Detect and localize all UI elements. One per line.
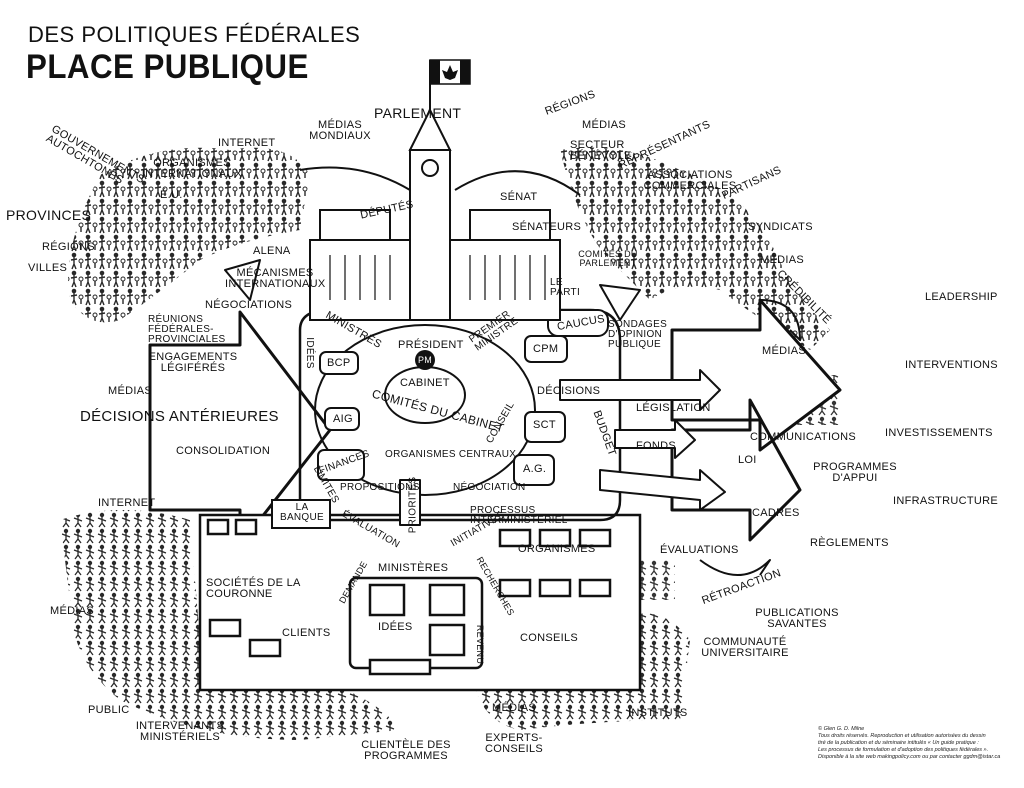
label-processus: PROCESSUS INTERMINISTÉRIEL: [470, 505, 568, 526]
label-negociation: NÉGOCIATION: [453, 482, 526, 493]
label-ministeres: MINISTÈRES: [378, 562, 449, 574]
label-medias-right4: MÉDIAS: [492, 702, 536, 714]
cabinet-ring: [314, 324, 536, 496]
label-evaluations: ÉVALUATIONS: [660, 544, 739, 556]
label-fonds: FONDS: [636, 440, 676, 452]
left-big-arrow: [148, 310, 332, 547]
label-medias-right2: MÉDIAS: [760, 254, 804, 266]
label-eu: É.U.: [160, 189, 183, 201]
label-programmes: PROGRAMMES D'APPUI: [813, 461, 897, 484]
parliament-building: [299, 107, 581, 321]
label-decisions: DÉCISIONS: [537, 385, 601, 397]
label-consolidation: CONSOLIDATION: [176, 445, 271, 457]
page-title: PLACE PUBLIQUE: [26, 48, 309, 86]
label-instituts: INSTITUTS: [628, 707, 688, 719]
label-reglements: RÈGLEMENTS: [810, 537, 889, 549]
label-medias-right3: MÉDIAS: [762, 345, 806, 357]
credit-line3: Les processus de formulation et d'adopti…: [818, 746, 989, 753]
label-le-parti: LE PARTI: [550, 277, 581, 298]
label-medias-right: MÉDIAS: [582, 119, 626, 131]
label-internet: INTERNET: [218, 137, 276, 149]
label-ag: A.G.: [523, 463, 547, 475]
label-societes: SOCIÉTÉS DE LA COURONNE: [206, 577, 301, 600]
label-clientele: CLIENTÈLE DES PROGRAMMES: [361, 739, 451, 762]
label-revenu: REVENU: [475, 624, 486, 665]
label-medias-left: MÉDIAS: [108, 385, 152, 397]
label-secteur: SECTEUR BÉNÉVOLE: [570, 139, 632, 162]
credit-line2: tiré de la publication et du séminaire i…: [818, 739, 979, 746]
label-la-banque: LA BANQUE: [279, 502, 325, 523]
label-interventions: INTERVENTIONS: [905, 359, 998, 371]
label-leadership: LEADERSHIP: [925, 291, 998, 303]
label-idees-core: IDÉES: [303, 337, 315, 369]
label-conseils: CONSEILS: [520, 632, 579, 644]
right-big-arrow-bottom: [670, 398, 802, 542]
label-cpm: CPM: [533, 343, 559, 355]
label-infrastructure: INFRASTRUCTURE: [893, 495, 999, 507]
label-syndicats: SYNDICATS: [748, 221, 813, 233]
label-alena: ALENA: [253, 245, 291, 257]
label-aig: AIG: [333, 413, 353, 425]
label-pm: PM: [418, 355, 433, 365]
credit-line4: Disponible à la site web makingpolicy.co…: [818, 753, 1001, 760]
label-idees-ministeres: IDÉES: [378, 621, 413, 633]
credit-author: © Glen G. D. Milne: [818, 726, 865, 732]
label-medias-mondiaux: MÉDIAS MONDIAUX: [309, 119, 371, 142]
canada-flag: [429, 59, 471, 110]
label-loi: LOI: [738, 454, 757, 466]
label-president: PRÉSIDENT: [398, 339, 464, 351]
label-organismes-int: ORGANISMES INTERNATIONAUX: [141, 157, 243, 180]
label-publications: PUBLICATIONS SAVANTES: [755, 607, 839, 630]
label-intervenants: INTERVENANTS MINISTÉRIELS: [135, 720, 225, 743]
label-propositions: PROPOSITIONS: [340, 482, 420, 493]
credit-block: © Glen G. D. Milne Tous droits réservés.…: [818, 726, 1018, 760]
right-big-arrow-top: [670, 298, 842, 452]
label-senat: SÉNAT: [500, 191, 538, 203]
label-mecanismes: MÉCANISMES INTERNATIONAUX: [225, 267, 326, 290]
label-decisions-anterieures: DÉCISIONS ANTÉRIEURES: [80, 408, 279, 425]
label-sondages: SONDAGES D'OPINION PUBLIQUE: [608, 319, 668, 350]
page-subtitle: DES POLITIQUES FÉDÉRALES: [28, 22, 361, 47]
label-engagements: ENGAGEMENTS LÉGIFÉRÉS: [148, 351, 238, 374]
label-organismes-centraux: ORGANISMES CENTRAUX: [385, 449, 517, 460]
label-reunions: RÉUNIONS FÉDÉRALES-PROVINCIALES: [148, 314, 226, 345]
label-comites-parlement: COMITÉS DU PARLEMENT: [578, 249, 638, 268]
crowd-top-left: [68, 147, 310, 323]
credit-line1: Tous droits réservés. Reproduction et ut…: [818, 732, 986, 739]
label-internet-left: INTERNET: [98, 497, 156, 509]
label-legislation: LÉGISLATION: [636, 402, 711, 414]
label-communaute: COMMUNAUTÉ UNIVERSITAIRE: [701, 636, 789, 659]
label-communications: COMMUNICATIONS: [750, 431, 857, 443]
label-cadres: CADRES: [752, 507, 800, 519]
label-experts: EXPERTS-CONSEILS: [484, 732, 544, 755]
label-parlement: PARLEMENT: [374, 105, 462, 121]
label-medias-left2: MÉDIAS: [50, 605, 94, 617]
label-senateurs: SÉNATEURS: [512, 221, 582, 233]
label-priorites: PRIORITÉS: [407, 476, 419, 534]
label-associations: ASSOCIATIONS COMMERCIALES: [643, 169, 737, 192]
label-regions-left: RÉGIONS: [42, 241, 95, 253]
label-villes: VILLES: [28, 262, 68, 274]
label-public: PUBLIC: [88, 704, 130, 716]
label-negociations: NÉGOCIATIONS: [205, 299, 293, 311]
label-cabinet: CABINET: [400, 377, 450, 389]
pm-circle: [415, 350, 435, 370]
label-provinces: PROVINCES: [6, 207, 92, 223]
label-sct: SCT: [533, 419, 556, 431]
label-organismes: ORGANISMES: [518, 543, 596, 555]
label-investissements: INVESTISSEMENTS: [885, 427, 993, 439]
label-clients: CLIENTS: [282, 627, 331, 639]
label-bcp: BCP: [327, 357, 351, 369]
